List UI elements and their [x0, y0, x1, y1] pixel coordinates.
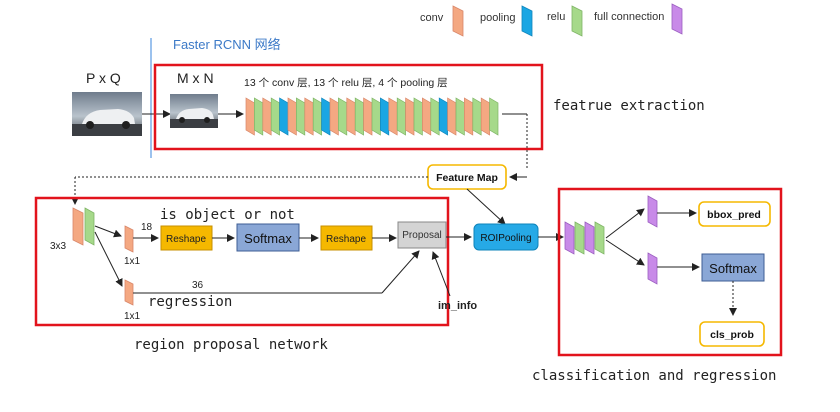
fc-relu-1: [574, 221, 585, 255]
roi-pooling-label: ROIPooling: [480, 233, 531, 244]
backbone-conv-layer: [245, 97, 255, 136]
legend-conv-label: conv: [420, 12, 444, 24]
arrow-reg-to-proposal: [381, 250, 420, 294]
backbone-conv-layer: [329, 97, 339, 136]
cls-softmax-label: Softmax: [709, 261, 757, 276]
backbone-relu-layer: [472, 97, 482, 136]
legend: conv pooling relu full connection: [420, 3, 683, 37]
feature-extraction-frame: [153, 63, 544, 151]
arrow-fc-to-cls-fc: [605, 239, 645, 266]
cls-prob-box: [699, 321, 765, 347]
backbone-relu-layer: [430, 97, 440, 136]
rpn-kernel-3x3: 3x3: [50, 241, 67, 252]
arrow-rpn-to-cls-conv: [94, 225, 122, 238]
rpn-proposal: [397, 221, 447, 249]
backbone-relu-layer: [312, 97, 322, 136]
legend-pooling-swatch: [521, 5, 533, 37]
backbone-conv-layer: [464, 97, 474, 136]
rpn-channels-18: 18: [141, 222, 153, 233]
cls-fc-layer: [647, 252, 658, 285]
rpn-conv3x3: [72, 207, 84, 246]
backbone-conv-layer: [346, 97, 356, 136]
backbone-relu-layer: [254, 97, 264, 136]
input-size-label: P x Q: [86, 70, 121, 86]
rpn-conv1x1-cls: [124, 225, 134, 253]
network-title: Faster RCNN 网络: [173, 37, 281, 52]
backbone-conv-layer: [287, 97, 297, 136]
backbone-relu-layer: [354, 97, 364, 136]
fc-layer-2: [584, 221, 595, 255]
arrow-feature-map-to-roi: [466, 188, 506, 225]
legend-relu-swatch: [571, 5, 583, 37]
backbone-relu-layer: [371, 97, 381, 136]
backbone-relu-layer: [338, 97, 348, 136]
backbone-conv-layer: [480, 97, 490, 136]
backbone-conv-layer: [388, 97, 398, 136]
legend-fc-swatch: [671, 3, 683, 35]
layers-caption: 13 个 conv 层, 13 个 relu 层, 4 个 pooling 层: [244, 77, 448, 89]
rpn-regression-label: regression: [148, 294, 232, 310]
conv-layer-stack: [245, 97, 499, 136]
backbone-relu-layer: [413, 97, 423, 136]
legend-fc-label: full connection: [594, 11, 664, 23]
backbone-pooling-layer: [279, 97, 289, 136]
rpn-reshape-2-label: Reshape: [326, 234, 366, 245]
feature-extraction-label: featrue extraction: [553, 98, 705, 114]
rpn-objectness-label: is object or not: [160, 207, 295, 223]
bbox-pred-label: bbox_pred: [707, 209, 761, 221]
backbone-relu-layer: [396, 97, 406, 136]
backbone-conv-layer: [447, 97, 457, 136]
fc-layer-1: [564, 221, 575, 255]
legend-pooling-label: pooling: [480, 12, 515, 24]
backbone-relu-layer: [489, 97, 499, 136]
cls-softmax: [701, 253, 765, 282]
cls-frame: [557, 187, 783, 357]
rpn-im-info-label: im_info: [438, 300, 477, 312]
legend-relu-label: relu: [547, 11, 565, 23]
arrow-fc-to-bbox-fc: [605, 208, 645, 239]
rpn-proposal-label: Proposal: [402, 230, 441, 241]
rpn-channels-36: 36: [192, 280, 204, 291]
backbone-relu-layer: [455, 97, 465, 136]
arrow-rpn-to-reg-conv: [94, 231, 123, 287]
backbone-conv-layer: [405, 97, 415, 136]
rpn-conv1x1-reg: [124, 279, 134, 306]
backbone-conv-layer: [422, 97, 432, 136]
fc-relu-2: [594, 221, 605, 255]
backbone-relu-layer: [296, 97, 306, 136]
rpn-kernel-1x1-bottom: 1x1: [124, 311, 141, 322]
backbone-conv-layer: [363, 97, 373, 136]
rpn-frame: [34, 196, 450, 327]
arrow-im-info-to-proposal: [431, 251, 451, 297]
input-car-image: [72, 92, 142, 136]
rpn-softmax: [236, 223, 300, 252]
legend-conv-swatch: [452, 5, 464, 37]
rpn-softmax-label: Softmax: [244, 231, 292, 246]
backbone-conv-layer: [304, 97, 314, 136]
rpn-reshape-1-label: Reshape: [166, 234, 206, 245]
backbone-conv-layer: [262, 97, 272, 136]
cls-prob-label: cls_prob: [710, 329, 754, 341]
rpn-section-label: region proposal network: [134, 337, 328, 353]
backbone-relu-layer: [270, 97, 280, 136]
rpn-kernel-1x1-top: 1x1: [124, 256, 141, 267]
cls-section-label: classification and regression: [532, 368, 776, 384]
backbone-pooling-layer: [321, 97, 331, 136]
backbone-pooling-layer: [380, 97, 390, 136]
bbox-fc-layer: [647, 195, 658, 228]
backbone-pooling-layer: [438, 97, 448, 136]
feature-map-label: Feature Map: [436, 172, 498, 184]
resized-size-label: M x N: [177, 70, 214, 86]
bbox-pred-box: [698, 201, 771, 227]
rpn-relu: [84, 207, 95, 246]
resized-car-image: [170, 94, 218, 128]
